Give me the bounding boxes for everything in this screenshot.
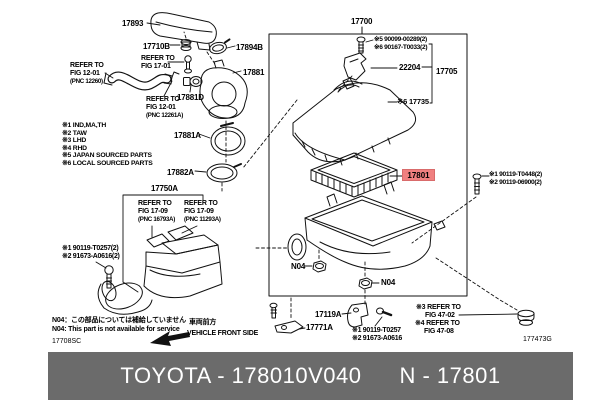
part-label-17893[interactable]: 17893: [122, 19, 144, 28]
bracket-17119a-drawing: [348, 303, 392, 327]
grommet-fig47-drawing: [518, 310, 534, 325]
part-label-17882a[interactable]: 17882A: [167, 168, 194, 177]
fastener-label-left: ※1 90119-T0257(2)※2 91673-A0616(2): [62, 245, 120, 260]
highlighted-part-17801[interactable]: 17801: [402, 169, 435, 181]
part-label-17735[interactable]: ※6 17735: [397, 97, 429, 106]
part-label-17119a[interactable]: 17119A: [315, 310, 342, 319]
valve-drawing: [185, 56, 192, 73]
filter-element-drawing: [311, 153, 397, 197]
clip-17881d-drawing: [171, 72, 202, 87]
case-17750a-drawing: [98, 235, 222, 314]
assembly-box: [269, 27, 467, 296]
footer-part-number: TOYOTA - 178010V040: [120, 363, 362, 388]
vehicle-front-en: VEHICLE FRONT SIDE: [187, 330, 259, 337]
part-label-17705[interactable]: 17705: [436, 67, 458, 76]
vehicle-front-jp: 車両前方: [189, 319, 217, 326]
dashed-lines: [184, 32, 517, 320]
note-en: N04: This part is not available for serv…: [52, 326, 180, 333]
note-jp: N04：この部品については補給していません: [52, 317, 186, 324]
gasket-plates-drawing: [147, 226, 193, 247]
fastener-label-bottom: ※1 90119-T0257※2 91673-A0616: [352, 327, 402, 342]
cap-17735-drawing: [293, 81, 416, 165]
part-label-17894b[interactable]: 17894B: [236, 43, 263, 52]
leader-lines: [96, 23, 517, 329]
figure-code-right: 177473G: [523, 336, 552, 343]
plate-17771a-drawing: [270, 303, 303, 333]
nut-n04-left-drawing: [313, 261, 326, 272]
fastener-label-top: ※5 90099-00289(2)※6 90167-T0033(2): [374, 36, 428, 51]
part-label-17881[interactable]: 17881: [243, 68, 265, 77]
part-label-17771a[interactable]: 17771A: [306, 323, 333, 332]
case-lower-drawing: [288, 182, 445, 269]
bolt-right-drawing: [473, 174, 481, 194]
part-label-22204[interactable]: 22204: [399, 63, 421, 72]
part-label-n04-right[interactable]: N04: [381, 278, 396, 287]
clamp-17882a-drawing: [207, 164, 241, 182]
part-label-17881d[interactable]: 17881D: [177, 93, 204, 102]
part-label-n04-left[interactable]: N04: [291, 262, 306, 271]
grommet-17710b-drawing: [181, 40, 191, 51]
bolt-top-drawing: [357, 37, 365, 53]
footer-ref-number: N - 17801: [399, 363, 501, 388]
part-label-17710b[interactable]: 17710B: [143, 42, 170, 51]
part-label-17700[interactable]: 17700: [351, 17, 373, 26]
air-hose-17881-drawing: [200, 60, 247, 119]
clamp-17881a-drawing: [211, 123, 245, 155]
part-label-17881a[interactable]: 17881A: [174, 131, 201, 140]
footer-bar: TOYOTA - 178010V040 N - 17801: [48, 352, 573, 400]
fastener-label-right: ※1 90119-T0448(2)※2 90119-06900(2): [489, 171, 542, 186]
bolt-left-drawing: [105, 266, 113, 288]
clamp-17894b-drawing: [208, 39, 231, 55]
marking-legend: ※1 IND,MA,TH ※2 TAW ※3 LHD ※4 RHD ※5 JAP…: [62, 122, 153, 167]
figure-code-left: 17708SC: [52, 338, 82, 345]
part-label-17750a[interactable]: 17750A: [151, 184, 178, 193]
nut-n04-right-drawing: [359, 278, 372, 289]
hose-drawing: [104, 73, 172, 86]
vehicle-front-arrow: [150, 331, 190, 346]
